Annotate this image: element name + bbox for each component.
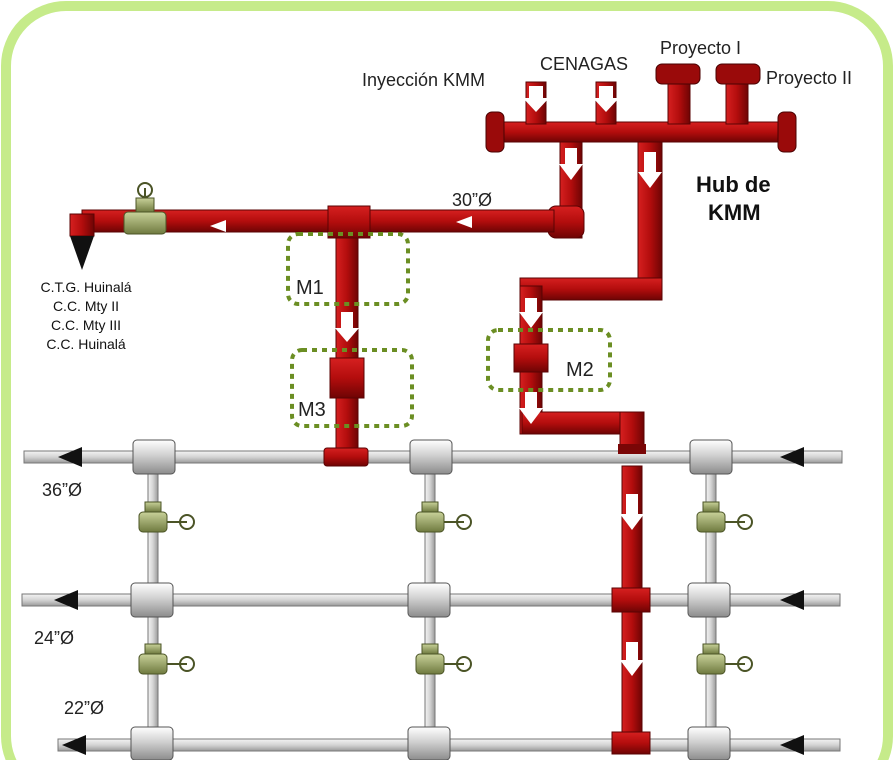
label-cenagas: CENAGAS: [540, 54, 628, 74]
label-proyecto-2: Proyecto II: [766, 68, 852, 88]
line-label-22: 22”Ø: [64, 698, 104, 718]
destination-2: C.C. Mty II: [53, 298, 119, 314]
meter-label-m2: M2: [566, 359, 594, 381]
gray-junctions: [130, 439, 733, 761]
gate-valve-icon: [123, 182, 167, 235]
label-inyeccion-kmm: Inyección KMM: [362, 70, 485, 90]
meter-label-m1: M1: [296, 277, 324, 299]
header-diameter-label: 30”Ø: [452, 190, 492, 210]
meter-run-m1-m3: [323, 237, 369, 467]
flow-arrows: [210, 86, 662, 676]
valve-icons-row1: [138, 501, 753, 533]
valve-icons-row2: [138, 643, 753, 675]
destination-4: C.C. Huinalá: [46, 336, 126, 352]
destination-3: C.C. Mty III: [51, 317, 121, 333]
destination-1: C.T.G. Huinalá: [40, 279, 131, 295]
hub-title-line2: KMM: [708, 200, 761, 225]
gray-left-arrows: [54, 447, 804, 755]
line-label-36: 36”Ø: [42, 480, 82, 500]
line-label-24: 24”Ø: [34, 628, 74, 648]
meter-label-m3: M3: [298, 399, 326, 421]
hub-title-line1: Hub de: [696, 172, 771, 197]
meter-boxes: [286, 232, 612, 428]
label-proyecto-1: Proyecto I: [660, 38, 741, 58]
